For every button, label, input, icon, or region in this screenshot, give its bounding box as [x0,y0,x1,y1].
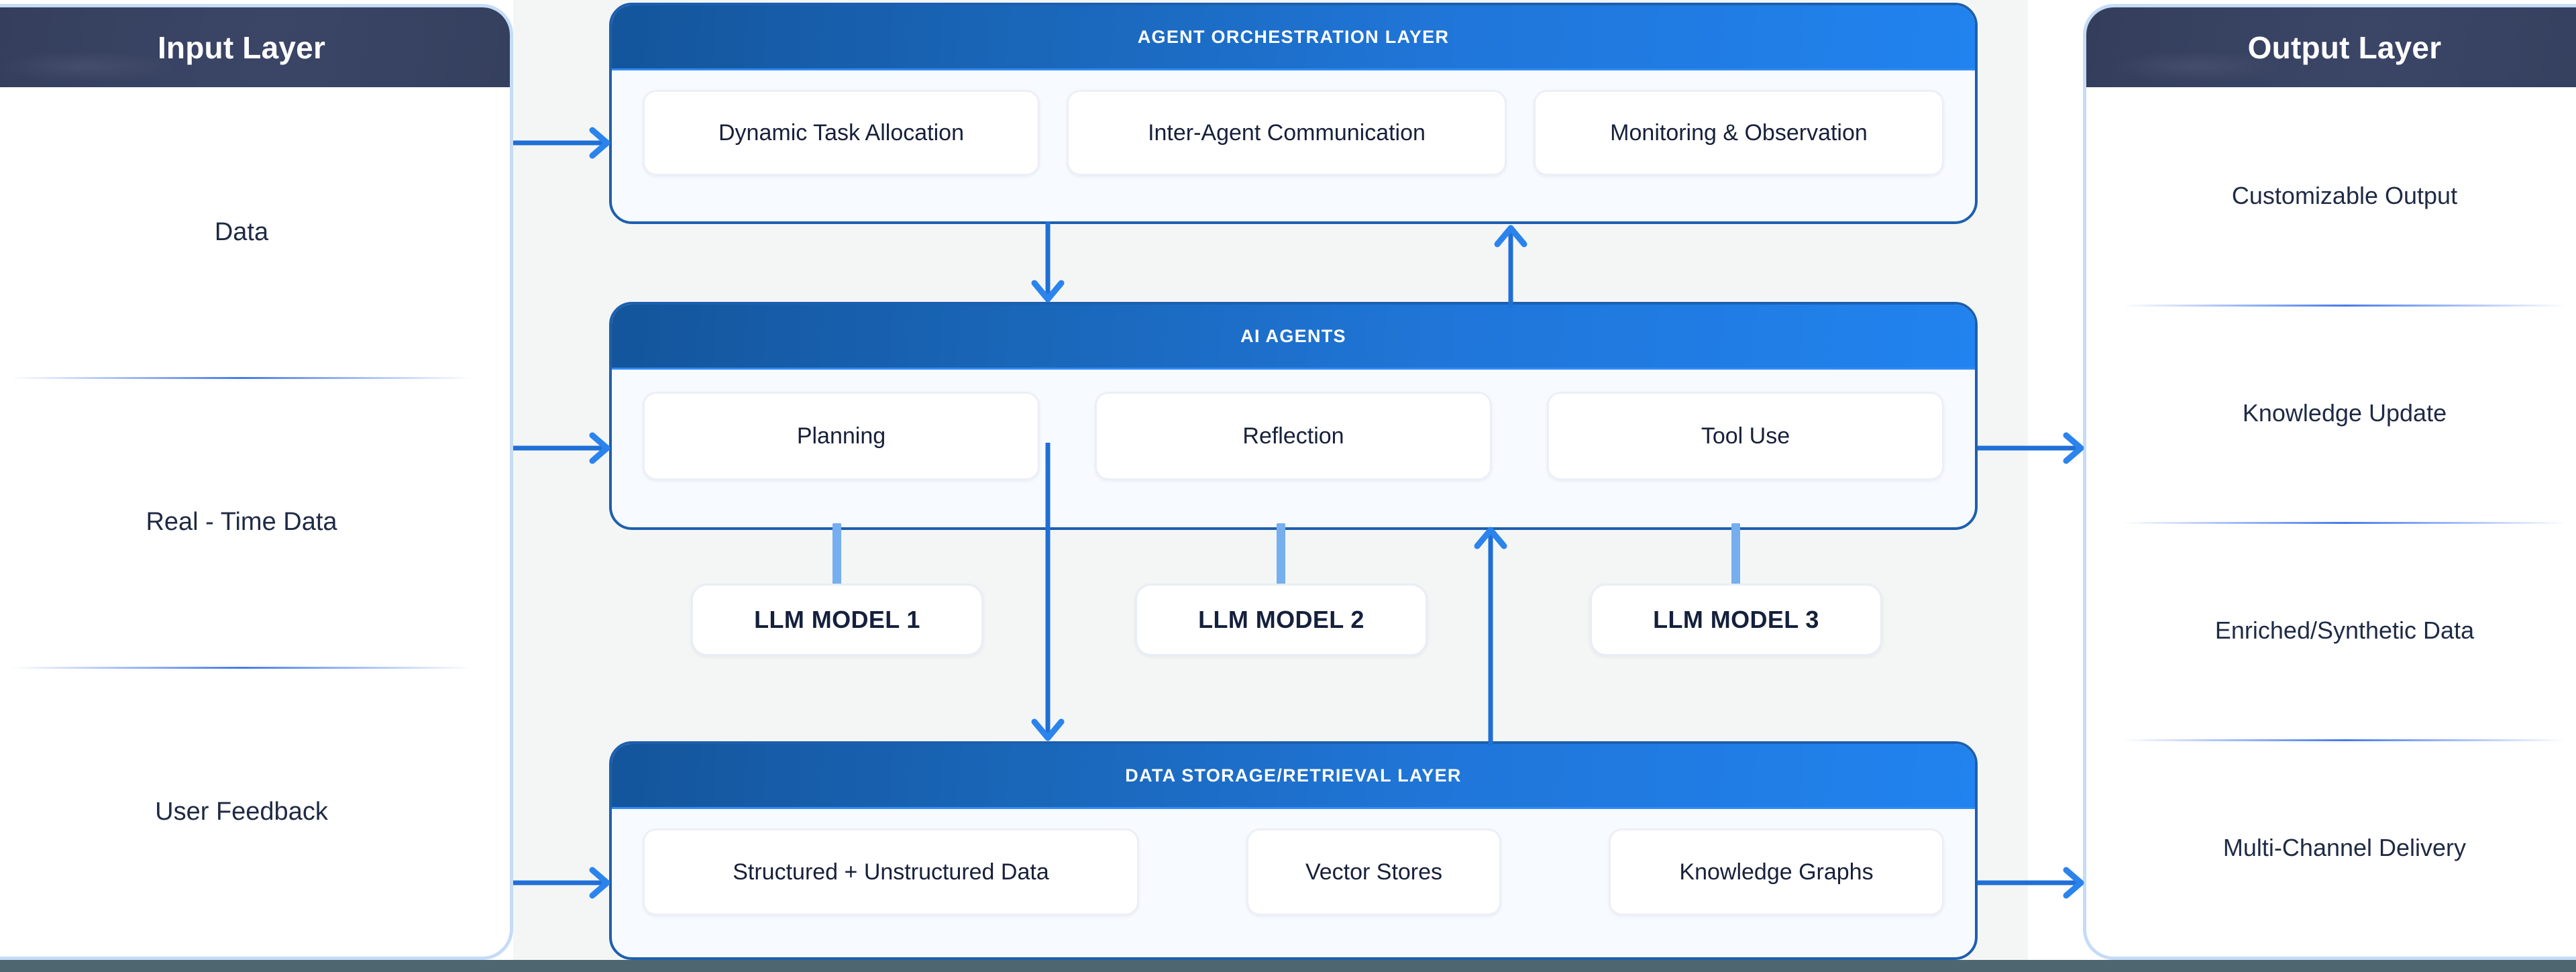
data-storage-items: Structured + Unstructured Data Vector St… [612,809,1975,955]
llm-model-3-connector [1731,523,1740,588]
chip-monitoring-observation[interactable]: Monitoring & Observation [1534,90,1944,176]
chip-dynamic-task-allocation[interactable]: Dynamic Task Allocation [643,90,1040,176]
chip-reflection[interactable]: Reflection [1095,392,1492,480]
bottom-strip [0,960,2576,972]
chip-vector-stores[interactable]: Vector Stores [1246,828,1501,916]
chip-structured-unstructured-data[interactable]: Structured + Unstructured Data [643,828,1139,916]
chip-planning[interactable]: Planning [643,392,1040,480]
output-item-enriched-synthetic-data[interactable]: Enriched/Synthetic Data [2086,522,2576,739]
arrow-storage-to-agents [1470,523,1511,746]
ai-agents-title: AI AGENTS [1240,325,1346,346]
data-storage-title: DATA STORAGE/RETRIEVAL LAYER [1125,765,1462,786]
chip-tool-use[interactable]: Tool Use [1547,392,1944,480]
output-layer-title: Output Layer [2247,30,2442,65]
ai-agents-items: Planning Reflection Tool Use [612,370,1975,525]
arrow-input-to-orchestration [513,122,621,164]
input-item-real-time-data[interactable]: Real - Time Data [0,377,510,667]
output-item-customizable-output[interactable]: Customizable Output [2231,182,2458,209]
agent-orchestration-items: Dynamic Task Allocation Inter-Agent Comm… [612,70,1975,219]
input-layer-header: Input Layer [0,7,510,87]
arrow-agents-to-storage [1028,443,1068,746]
llm-model-1-connector [833,523,841,588]
llm-model-1-pill[interactable]: LLM MODEL 1 [691,584,983,656]
llm-model-3-pill[interactable]: LLM MODEL 3 [1590,584,1882,656]
arrow-agents-to-orchestration [1491,221,1531,307]
chip-inter-agent-communication[interactable]: Inter-Agent Communication [1067,90,1507,176]
input-layer-card[interactable]: Input Layer Data Real - Time Data User F… [0,4,513,960]
output-layer-header: Output Layer [2086,7,2576,87]
data-storage-panel[interactable]: DATA STORAGE/RETRIEVAL LAYER Structured … [609,741,1978,960]
agent-orchestration-panel[interactable]: AGENT ORCHESTRATION LAYER Dynamic Task A… [609,3,1978,224]
arrow-storage-to-output [1978,862,2098,904]
arrow-agents-to-output [1978,427,2098,469]
output-layer-body: Customizable Output Knowledge Update Enr… [2086,87,2576,957]
chip-knowledge-graphs[interactable]: Knowledge Graphs [1609,828,1944,916]
input-item-user-feedback[interactable]: User Feedback [0,667,510,957]
llm-model-2-connector [1277,523,1285,588]
agent-orchestration-title: AGENT ORCHESTRATION LAYER [1137,26,1450,47]
ai-agents-panel[interactable]: AI AGENTS Planning Reflection Tool Use [609,302,1978,530]
arrow-input-to-agents [513,427,621,469]
llm-model-2-pill[interactable]: LLM MODEL 2 [1135,584,1428,656]
ai-agents-header: AI AGENTS [612,305,1975,370]
arrow-orchestration-to-agents [1028,221,1068,307]
output-layer-card[interactable]: Output Layer Customizable Output Knowled… [2083,4,2576,960]
input-item-data[interactable]: Data [214,217,269,246]
input-layer-body: Data Real - Time Data User Feedback [0,87,510,957]
output-item-multi-channel-delivery[interactable]: Multi-Channel Delivery [2086,739,2576,957]
input-layer-title: Input Layer [157,30,326,65]
data-storage-header: DATA STORAGE/RETRIEVAL LAYER [612,744,1975,809]
arrow-input-to-storage [513,862,621,904]
output-item-knowledge-update[interactable]: Knowledge Update [2086,305,2576,522]
agent-orchestration-header: AGENT ORCHESTRATION LAYER [612,5,1975,70]
